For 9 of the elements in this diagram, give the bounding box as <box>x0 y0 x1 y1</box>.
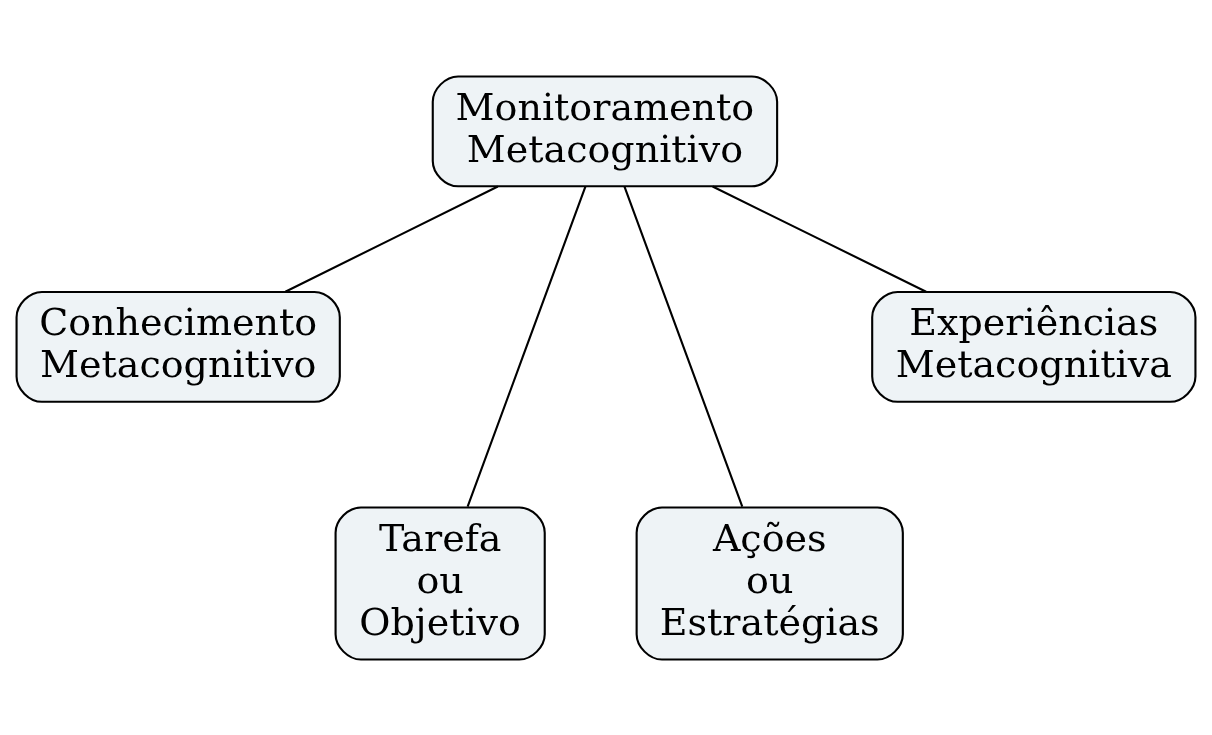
connector <box>712 185 927 293</box>
node-box: Ações ou Estratégias <box>635 505 904 661</box>
node-box: Tarefa ou Objetivo <box>334 505 546 661</box>
node-box: Experiências Metacognitiva <box>871 290 1197 403</box>
connector <box>466 185 587 507</box>
node-box: Monitoramento Metacognitivo <box>431 74 779 187</box>
connector <box>623 185 744 507</box>
node-box: Conhecimento Metacognitivo <box>15 290 341 403</box>
connector <box>284 185 499 293</box>
